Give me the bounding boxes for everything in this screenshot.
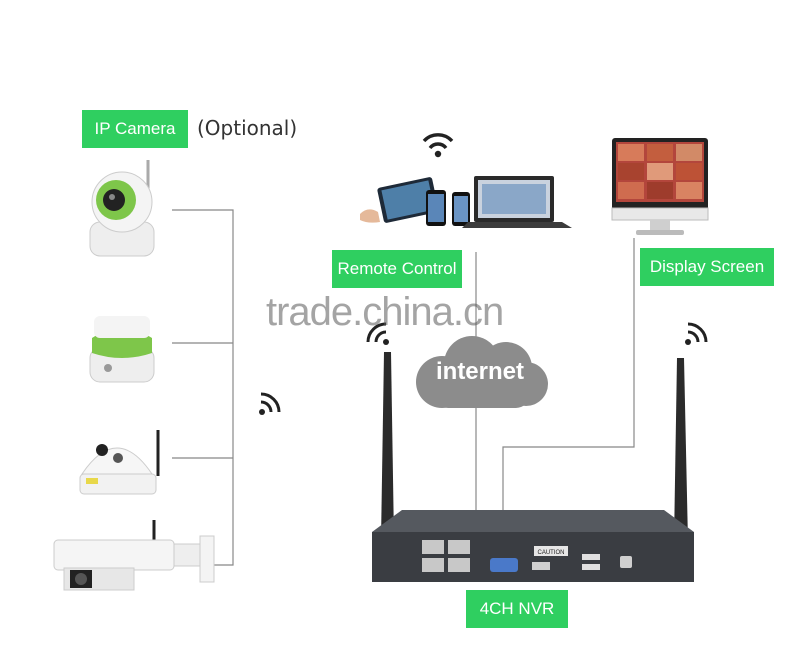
wifi-icon bbox=[259, 392, 281, 415]
wifi-icon bbox=[366, 322, 389, 345]
nvr-label: 4CH NVR bbox=[466, 590, 568, 628]
camera-icon bbox=[53, 520, 215, 591]
tablet-icon bbox=[360, 177, 439, 223]
phone-icon bbox=[426, 190, 470, 226]
cloud-icon bbox=[416, 336, 548, 408]
internet-label: internet bbox=[435, 358, 524, 385]
wifi-icon bbox=[685, 322, 708, 345]
camera-icon bbox=[89, 316, 155, 383]
monitor-icon bbox=[611, 138, 709, 235]
optional-note: (Optional) bbox=[197, 116, 298, 140]
ip-camera-label: IP Camera bbox=[82, 110, 188, 148]
mobile-devices bbox=[360, 176, 572, 228]
camera-icon bbox=[89, 160, 155, 257]
caution-text: CAUTION bbox=[538, 550, 565, 556]
laptop-icon bbox=[462, 176, 572, 228]
wifi-icon bbox=[422, 133, 454, 158]
display-screen-label: Display Screen bbox=[640, 248, 774, 286]
watermark-text: trade.china.cn bbox=[266, 290, 504, 334]
camera-icon bbox=[79, 430, 160, 495]
remote-control-label: Remote Control bbox=[332, 250, 462, 288]
nvr-device: CAUTION bbox=[372, 352, 694, 582]
